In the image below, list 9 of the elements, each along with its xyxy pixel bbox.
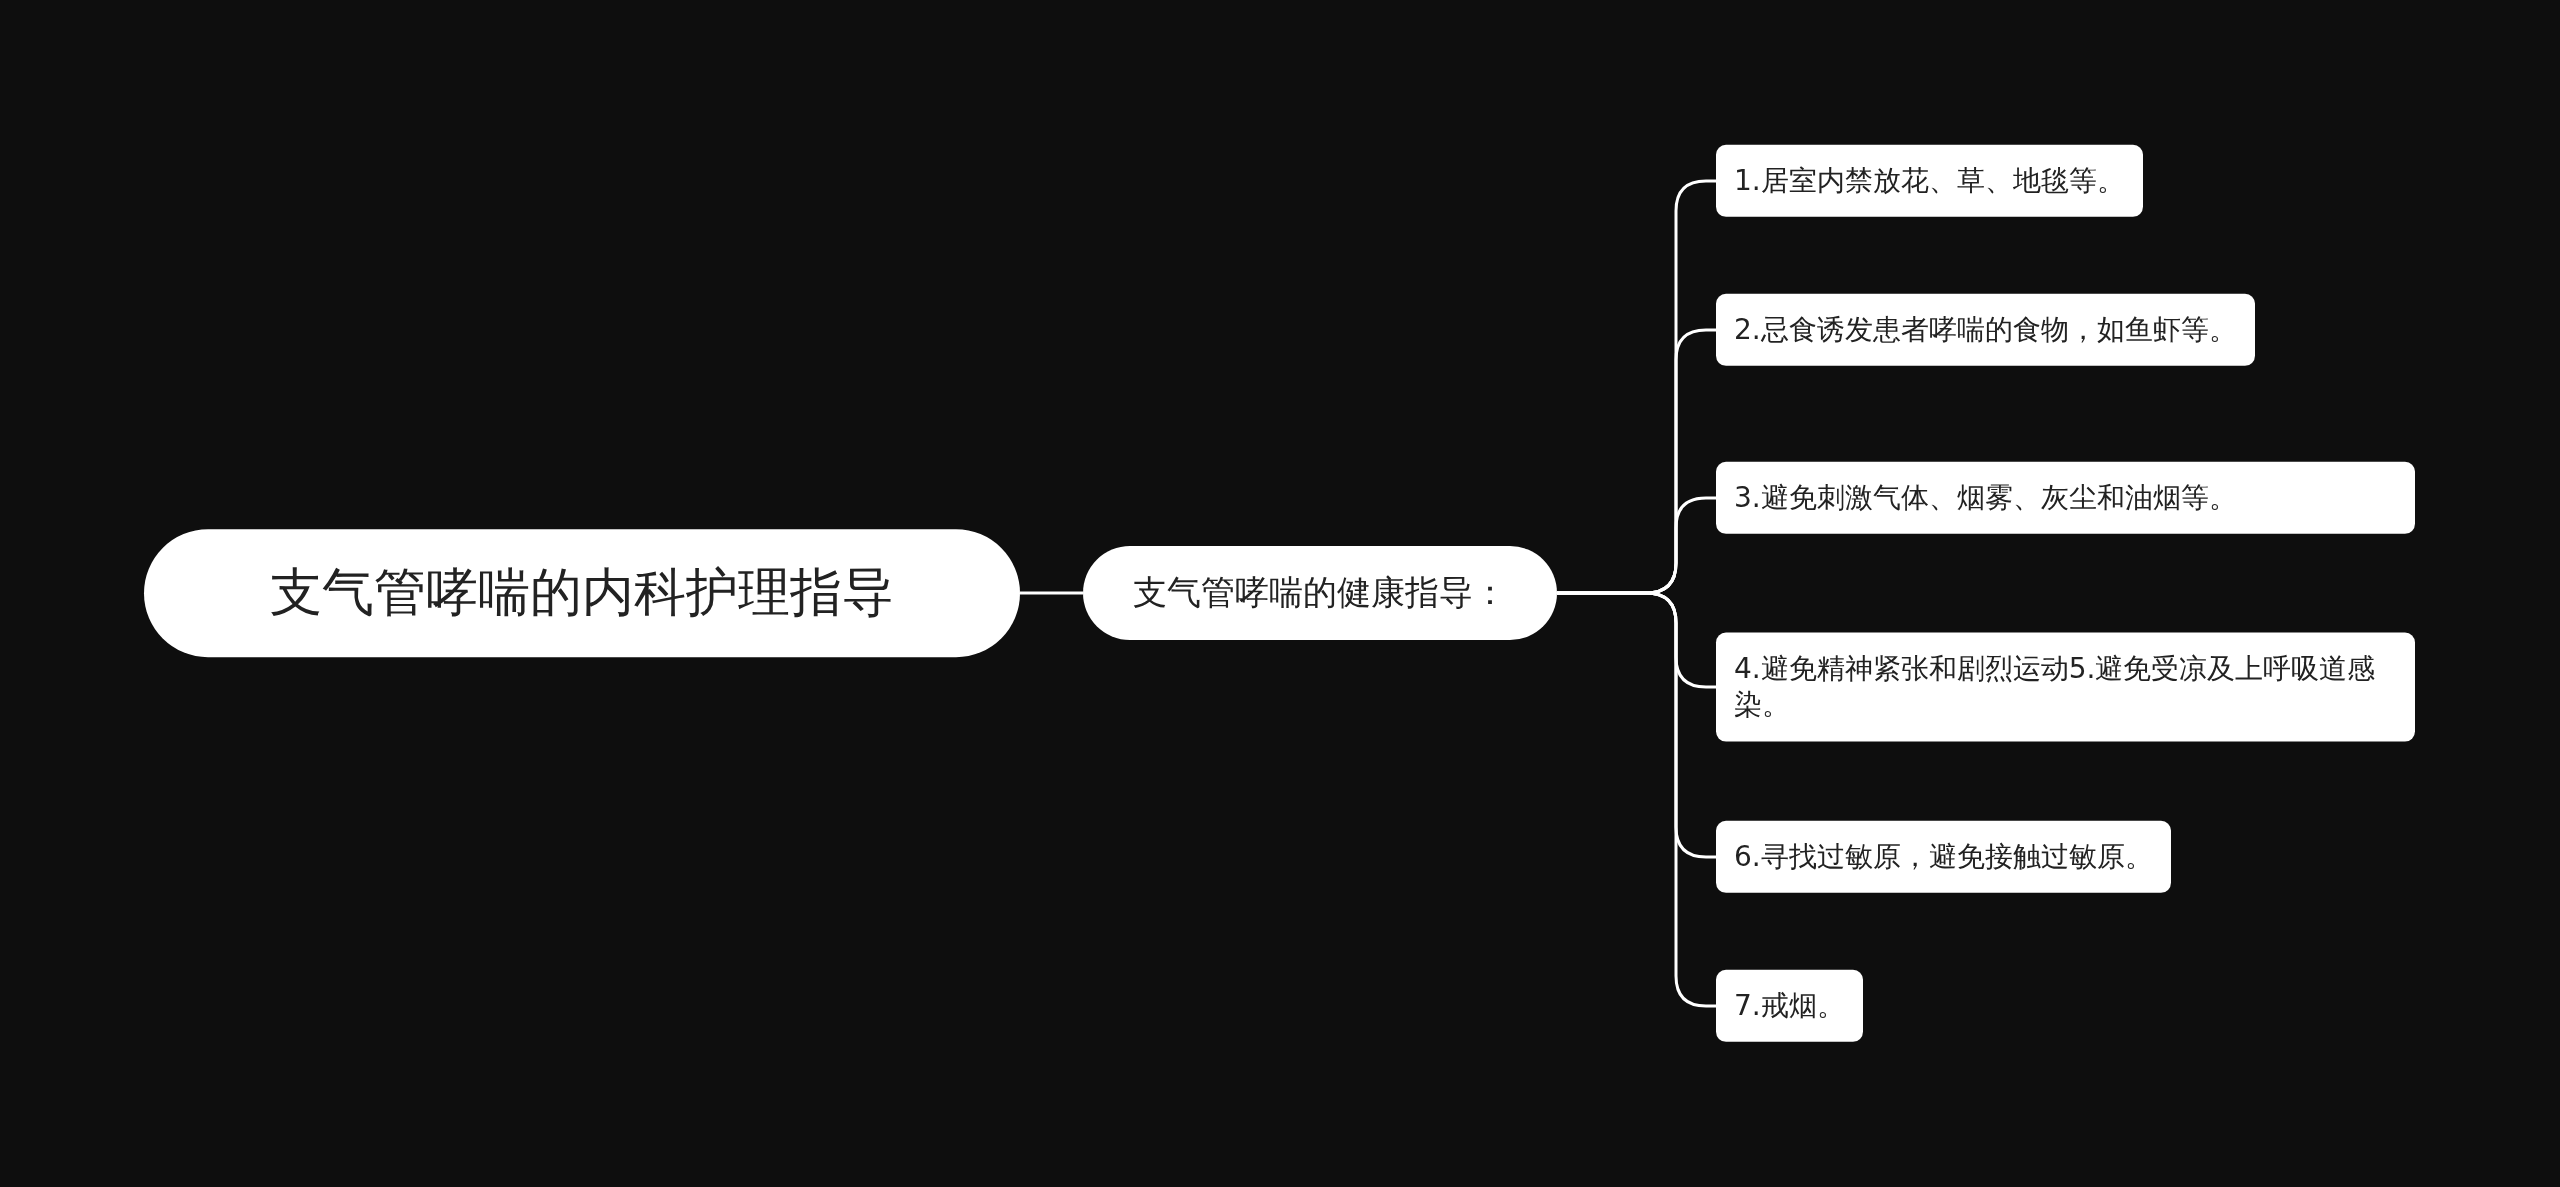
leaf-topic-box: 6.寻找过敏原，避免接触过敏原。 [1716, 820, 2171, 894]
leaf-topic-box: 3.避免刺激气体、烟雾、灰尘和油烟等。 [1716, 461, 2415, 535]
leaf-topic-box: 4.避免精神紧张和剧烈运动5.避免受凉及上呼吸道感染。 [1716, 632, 2415, 742]
subtopic-pill: 支气管哮喘的健康指导： [1083, 546, 1557, 640]
leaf-topic-box: 1.居室内禁放花、草、地毯等。 [1716, 144, 2143, 218]
connector-line [1020, 591, 1083, 595]
leaf-topic-box: 7.戒烟。 [1716, 969, 1863, 1043]
root-topic-pill: 支气管哮喘的内科护理指导 [144, 529, 1020, 657]
leaf-topic-box: 2.忌食诱发患者哮喘的食物，如鱼虾等。 [1716, 293, 2255, 367]
